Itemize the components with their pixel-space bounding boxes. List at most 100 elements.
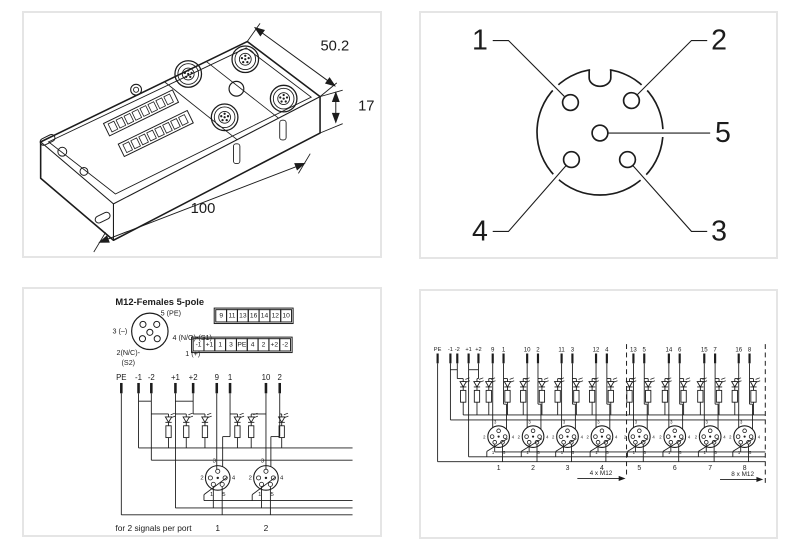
resistor-icon xyxy=(589,389,596,403)
arrowhead-icon xyxy=(618,475,626,482)
connector-center-pin xyxy=(638,435,641,438)
led-icon xyxy=(553,381,562,388)
port-label: 7 xyxy=(708,465,712,472)
connector-pin xyxy=(746,440,751,445)
connector-pin-label: 5 xyxy=(503,450,506,455)
connector-pin-label: 4 xyxy=(758,435,761,440)
mini-face-hole xyxy=(146,328,154,336)
connector-pin-label: 5 xyxy=(749,450,752,455)
connector-pin xyxy=(530,428,536,434)
terminal-cell-label: 4 xyxy=(251,341,255,348)
terminal-strip xyxy=(102,89,180,137)
terminal-cell-label: -2 xyxy=(282,341,288,348)
led-icon xyxy=(696,381,705,388)
connector-pin xyxy=(679,434,684,439)
bus-label: -1 xyxy=(448,347,453,353)
connector-pin xyxy=(502,434,508,439)
port-connector-face xyxy=(698,425,722,448)
led-icon xyxy=(715,381,723,388)
leader-line-1 xyxy=(492,40,565,97)
box-body xyxy=(39,40,321,242)
resistor-icon xyxy=(645,389,652,403)
led-icon xyxy=(606,381,615,388)
connector-pin-label: 2 xyxy=(695,435,698,440)
resistor-icon xyxy=(504,389,511,403)
terminal-strip-cell xyxy=(154,125,165,138)
connector-pin-label: 2 xyxy=(659,435,662,440)
terminal-strip-cell xyxy=(107,120,119,133)
connector-pin xyxy=(676,440,681,445)
mounting-hole xyxy=(228,80,245,97)
terminal-strip-cell xyxy=(139,105,151,117)
led-emission-arrow-icon xyxy=(465,377,470,380)
connector-pin xyxy=(219,481,225,487)
connector-pin xyxy=(603,440,609,445)
leader-casing xyxy=(492,163,569,236)
pin-label-2: 2 xyxy=(711,25,727,57)
connector-pin-label: 3 xyxy=(670,419,673,424)
connector-pin xyxy=(569,440,574,445)
terminal-strip-cell xyxy=(178,114,189,126)
connector-pin xyxy=(558,434,564,439)
screw-hole xyxy=(57,146,68,157)
pin-label-4: 4 xyxy=(472,215,488,247)
connector-pin xyxy=(565,428,570,434)
connector-pin-label: 4 xyxy=(723,435,726,440)
led-emission-arrow-icon xyxy=(755,380,761,383)
terminal-strip-cell xyxy=(170,118,181,130)
drawing-shape xyxy=(117,109,194,158)
connector-center-pin xyxy=(709,435,712,438)
terminal-cell-label: 11 xyxy=(229,312,236,319)
leader-line-4 xyxy=(492,165,567,232)
led-emission-arrow-icon xyxy=(525,380,531,383)
connector-pin xyxy=(571,434,577,439)
bus-label: 4 xyxy=(605,347,609,354)
resistor-icon xyxy=(750,389,757,403)
m12-connector-inner xyxy=(218,110,231,124)
wiring-2port-svg: M12-Females 5-pole for 2 signals per por… xyxy=(112,297,353,533)
connector-pin-label: 3 xyxy=(740,419,743,424)
led-emission-arrow-icon xyxy=(170,415,176,419)
m12-connector-pin xyxy=(183,71,186,75)
connector-pin xyxy=(643,434,649,439)
notch-mask xyxy=(590,63,610,74)
led-icon xyxy=(247,416,256,424)
terminal-cell-label: PE xyxy=(237,341,246,348)
extension-line xyxy=(319,89,343,98)
m12-connector-ring xyxy=(213,106,236,129)
connector-pin xyxy=(738,440,743,445)
terminal-strip-cell xyxy=(123,112,135,125)
led-icon xyxy=(588,381,597,388)
connector-center-pin xyxy=(743,435,746,438)
connector-pin xyxy=(668,440,674,445)
resistor-icon xyxy=(731,389,738,403)
terminal-strip-cell xyxy=(122,141,134,154)
connector-pin-label: 1 xyxy=(595,450,598,455)
led-emission-arrow-icon xyxy=(206,412,212,416)
bus-label: -2 xyxy=(148,373,155,382)
terminal-cell-label: 10 xyxy=(282,312,290,319)
m12-connector-pin xyxy=(244,54,247,57)
side-slot xyxy=(233,143,241,164)
drawing-shape xyxy=(39,134,56,146)
led-icon xyxy=(277,416,286,424)
connector-pin-label: 2 xyxy=(586,435,589,440)
m12-connector-ring xyxy=(272,87,295,110)
bus-label: 9 xyxy=(491,347,495,354)
resistor-icon xyxy=(661,389,669,403)
m12-connector-pin xyxy=(223,116,226,119)
terminal-cell xyxy=(279,338,292,352)
mini-face-hole xyxy=(139,320,147,328)
m12-connector-pin xyxy=(187,72,190,76)
connector-pin xyxy=(735,434,741,439)
connector-pin-label: 4 xyxy=(512,435,515,440)
connector-pin xyxy=(263,468,269,474)
resistor-icon xyxy=(485,389,492,403)
connector-center-pin xyxy=(673,435,676,438)
m12-connector-pin xyxy=(226,115,230,118)
arrowhead-icon xyxy=(98,235,110,243)
connector-pin-label: 3 xyxy=(213,459,217,465)
led-emission-arrow-icon xyxy=(284,415,289,419)
connector-pin xyxy=(496,428,501,434)
resistor-icon xyxy=(626,389,633,403)
